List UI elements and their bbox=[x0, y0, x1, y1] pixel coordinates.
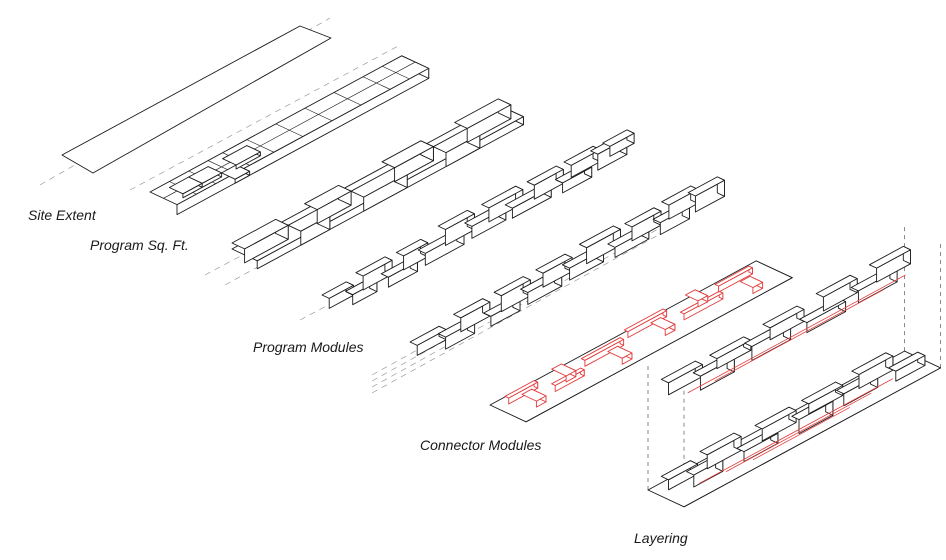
program-module-block bbox=[355, 256, 393, 291]
combined-modules-diagram bbox=[371, 176, 725, 394]
connector-module bbox=[607, 345, 633, 365]
combo-guide bbox=[371, 222, 681, 394]
program-module-block bbox=[602, 129, 635, 157]
box-top-face bbox=[660, 460, 698, 481]
box-top-face bbox=[607, 345, 633, 359]
connector-module bbox=[504, 380, 539, 405]
layer-upper-module bbox=[815, 274, 858, 312]
box-top-face bbox=[623, 308, 668, 333]
box-top-face bbox=[409, 325, 447, 346]
box-top-face bbox=[395, 238, 429, 257]
layer-connector-line bbox=[714, 289, 885, 382]
box-top-face bbox=[454, 98, 512, 129]
label-site-extent: Site Extent bbox=[28, 207, 96, 223]
connector-module bbox=[650, 317, 676, 336]
combined-module-block bbox=[453, 298, 491, 333]
layer-lower-module bbox=[754, 406, 797, 442]
layer-lower-module bbox=[851, 352, 894, 389]
label-layering: Layering bbox=[634, 530, 688, 546]
combined-module-block bbox=[687, 176, 725, 213]
sqft-raised-cell bbox=[222, 145, 261, 170]
sqft-guide bbox=[129, 44, 401, 191]
box-top-face bbox=[578, 225, 621, 249]
box-top-face bbox=[888, 351, 926, 372]
program-slab-diagram bbox=[204, 98, 524, 286]
box-top-face bbox=[504, 380, 539, 399]
box-top-face bbox=[687, 176, 725, 197]
box-top-face bbox=[526, 165, 564, 186]
box-top-face bbox=[535, 253, 573, 274]
program-modules-diagram bbox=[299, 129, 635, 321]
layer-upper-module bbox=[660, 360, 703, 396]
combined-module-block bbox=[578, 225, 621, 265]
box-top-face bbox=[815, 274, 858, 298]
box-top-face bbox=[660, 360, 703, 384]
box-top-face bbox=[437, 209, 475, 230]
box-top-face bbox=[801, 381, 844, 405]
program-slab-block bbox=[304, 184, 352, 225]
layer-connector-line bbox=[725, 392, 872, 473]
box-top-face bbox=[304, 184, 352, 211]
box-top-face bbox=[321, 281, 354, 299]
layer-connector-line bbox=[699, 378, 893, 484]
box-top-face bbox=[624, 207, 662, 228]
box-top-face bbox=[650, 317, 676, 330]
connector-module bbox=[684, 289, 709, 308]
box-top-face bbox=[381, 140, 434, 169]
layer-connector-line bbox=[752, 407, 850, 461]
connector-module bbox=[521, 388, 547, 408]
program-slab-block bbox=[454, 98, 512, 143]
connector-module bbox=[714, 265, 753, 293]
layer-upper-module bbox=[868, 245, 911, 283]
layer-upper-module bbox=[709, 336, 752, 370]
box-top-face bbox=[188, 166, 223, 184]
box-top-face bbox=[355, 256, 393, 277]
label-program-modules: Program Modules bbox=[253, 339, 364, 355]
box-top-face bbox=[493, 276, 531, 297]
label-program-sq-ft: Program Sq. Ft. bbox=[90, 237, 189, 253]
program-slab-block bbox=[231, 218, 289, 264]
box-top-face bbox=[699, 432, 742, 456]
combo-guide bbox=[371, 216, 681, 388]
box-top-face bbox=[851, 352, 894, 375]
layer-connector-line bbox=[687, 274, 906, 394]
box-top-face bbox=[739, 275, 764, 288]
layer-lower-module bbox=[888, 351, 926, 382]
box-top-face bbox=[231, 218, 289, 250]
box-top-face bbox=[754, 406, 797, 430]
box-top-face bbox=[521, 388, 547, 402]
box-top-face bbox=[661, 185, 699, 206]
connector-module bbox=[580, 337, 625, 367]
program-module-block bbox=[321, 281, 354, 309]
combo-guide bbox=[371, 210, 681, 382]
program-module-block bbox=[481, 185, 524, 223]
box-top-face bbox=[684, 289, 709, 302]
program-slab-block bbox=[381, 140, 434, 183]
box-top-face bbox=[453, 298, 491, 319]
box-top-face bbox=[580, 337, 625, 361]
box-top-face bbox=[714, 265, 753, 287]
box-top-face bbox=[602, 129, 635, 147]
program-sq-ft-diagram bbox=[129, 44, 430, 216]
box-top-face bbox=[551, 363, 577, 377]
box-top-face bbox=[762, 305, 805, 329]
sqft-raised-cell bbox=[188, 166, 223, 188]
layer-upper-module bbox=[799, 297, 847, 334]
layer-lower-module bbox=[699, 432, 742, 470]
site-extent-diagram bbox=[39, 17, 332, 186]
connector-module bbox=[739, 275, 764, 294]
box-top-face bbox=[868, 245, 911, 269]
box-top-face bbox=[222, 145, 261, 166]
label-connector-modules: Connector Modules bbox=[420, 437, 542, 453]
connector-modules-diagram bbox=[489, 260, 793, 423]
connector-module bbox=[551, 363, 577, 383]
layering-diagram bbox=[647, 226, 941, 508]
box-top-face bbox=[481, 185, 524, 209]
box-top-face bbox=[709, 336, 752, 360]
